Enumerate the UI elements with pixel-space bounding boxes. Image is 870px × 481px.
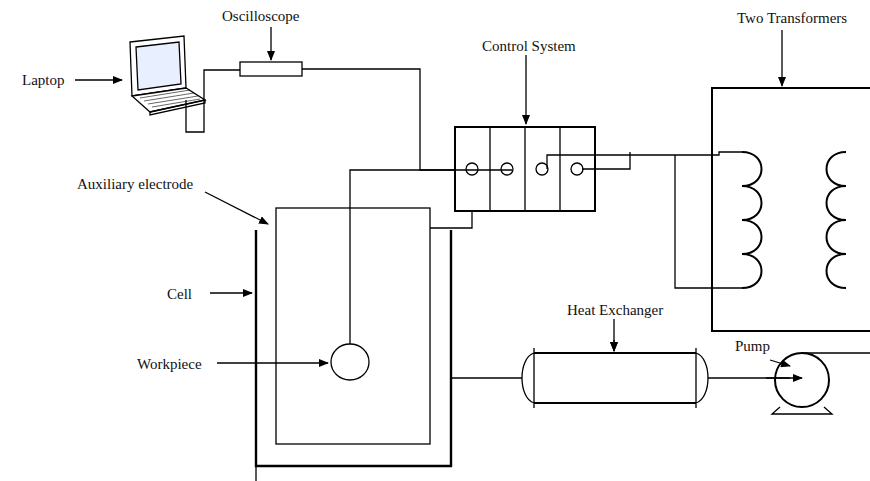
pump-label: Pump [733,338,772,355]
workpiece [331,344,369,380]
laptop-label: Laptop [20,72,67,89]
wire [430,211,472,228]
wire [582,152,630,169]
pump-symbol [766,353,870,414]
transformer-symbol [712,88,870,331]
workpiece-label: Workpiece [135,356,204,373]
cell-wall [256,230,451,466]
wire [186,70,240,132]
oscilloscope-box [240,62,302,76]
wire [675,155,725,288]
cell-label: Cell [165,286,194,303]
wire [547,152,725,169]
heat-exchanger-label: Heat Exchanger [565,302,665,319]
control-system-label: Control System [480,38,578,55]
leader-arrow [75,27,790,366]
wire [350,170,512,344]
heat-exchanger [522,348,708,408]
wire [302,69,455,170]
transformers-label: Two Transformers [735,10,849,27]
pipe [451,377,522,378]
control-system [455,127,595,211]
laptop-icon [130,36,205,115]
auxiliary-electrode [276,208,430,444]
wire [255,466,256,481]
electrode-label: Auxiliary electrode [75,176,195,193]
oscilloscope-label: Oscilloscope [220,8,301,25]
